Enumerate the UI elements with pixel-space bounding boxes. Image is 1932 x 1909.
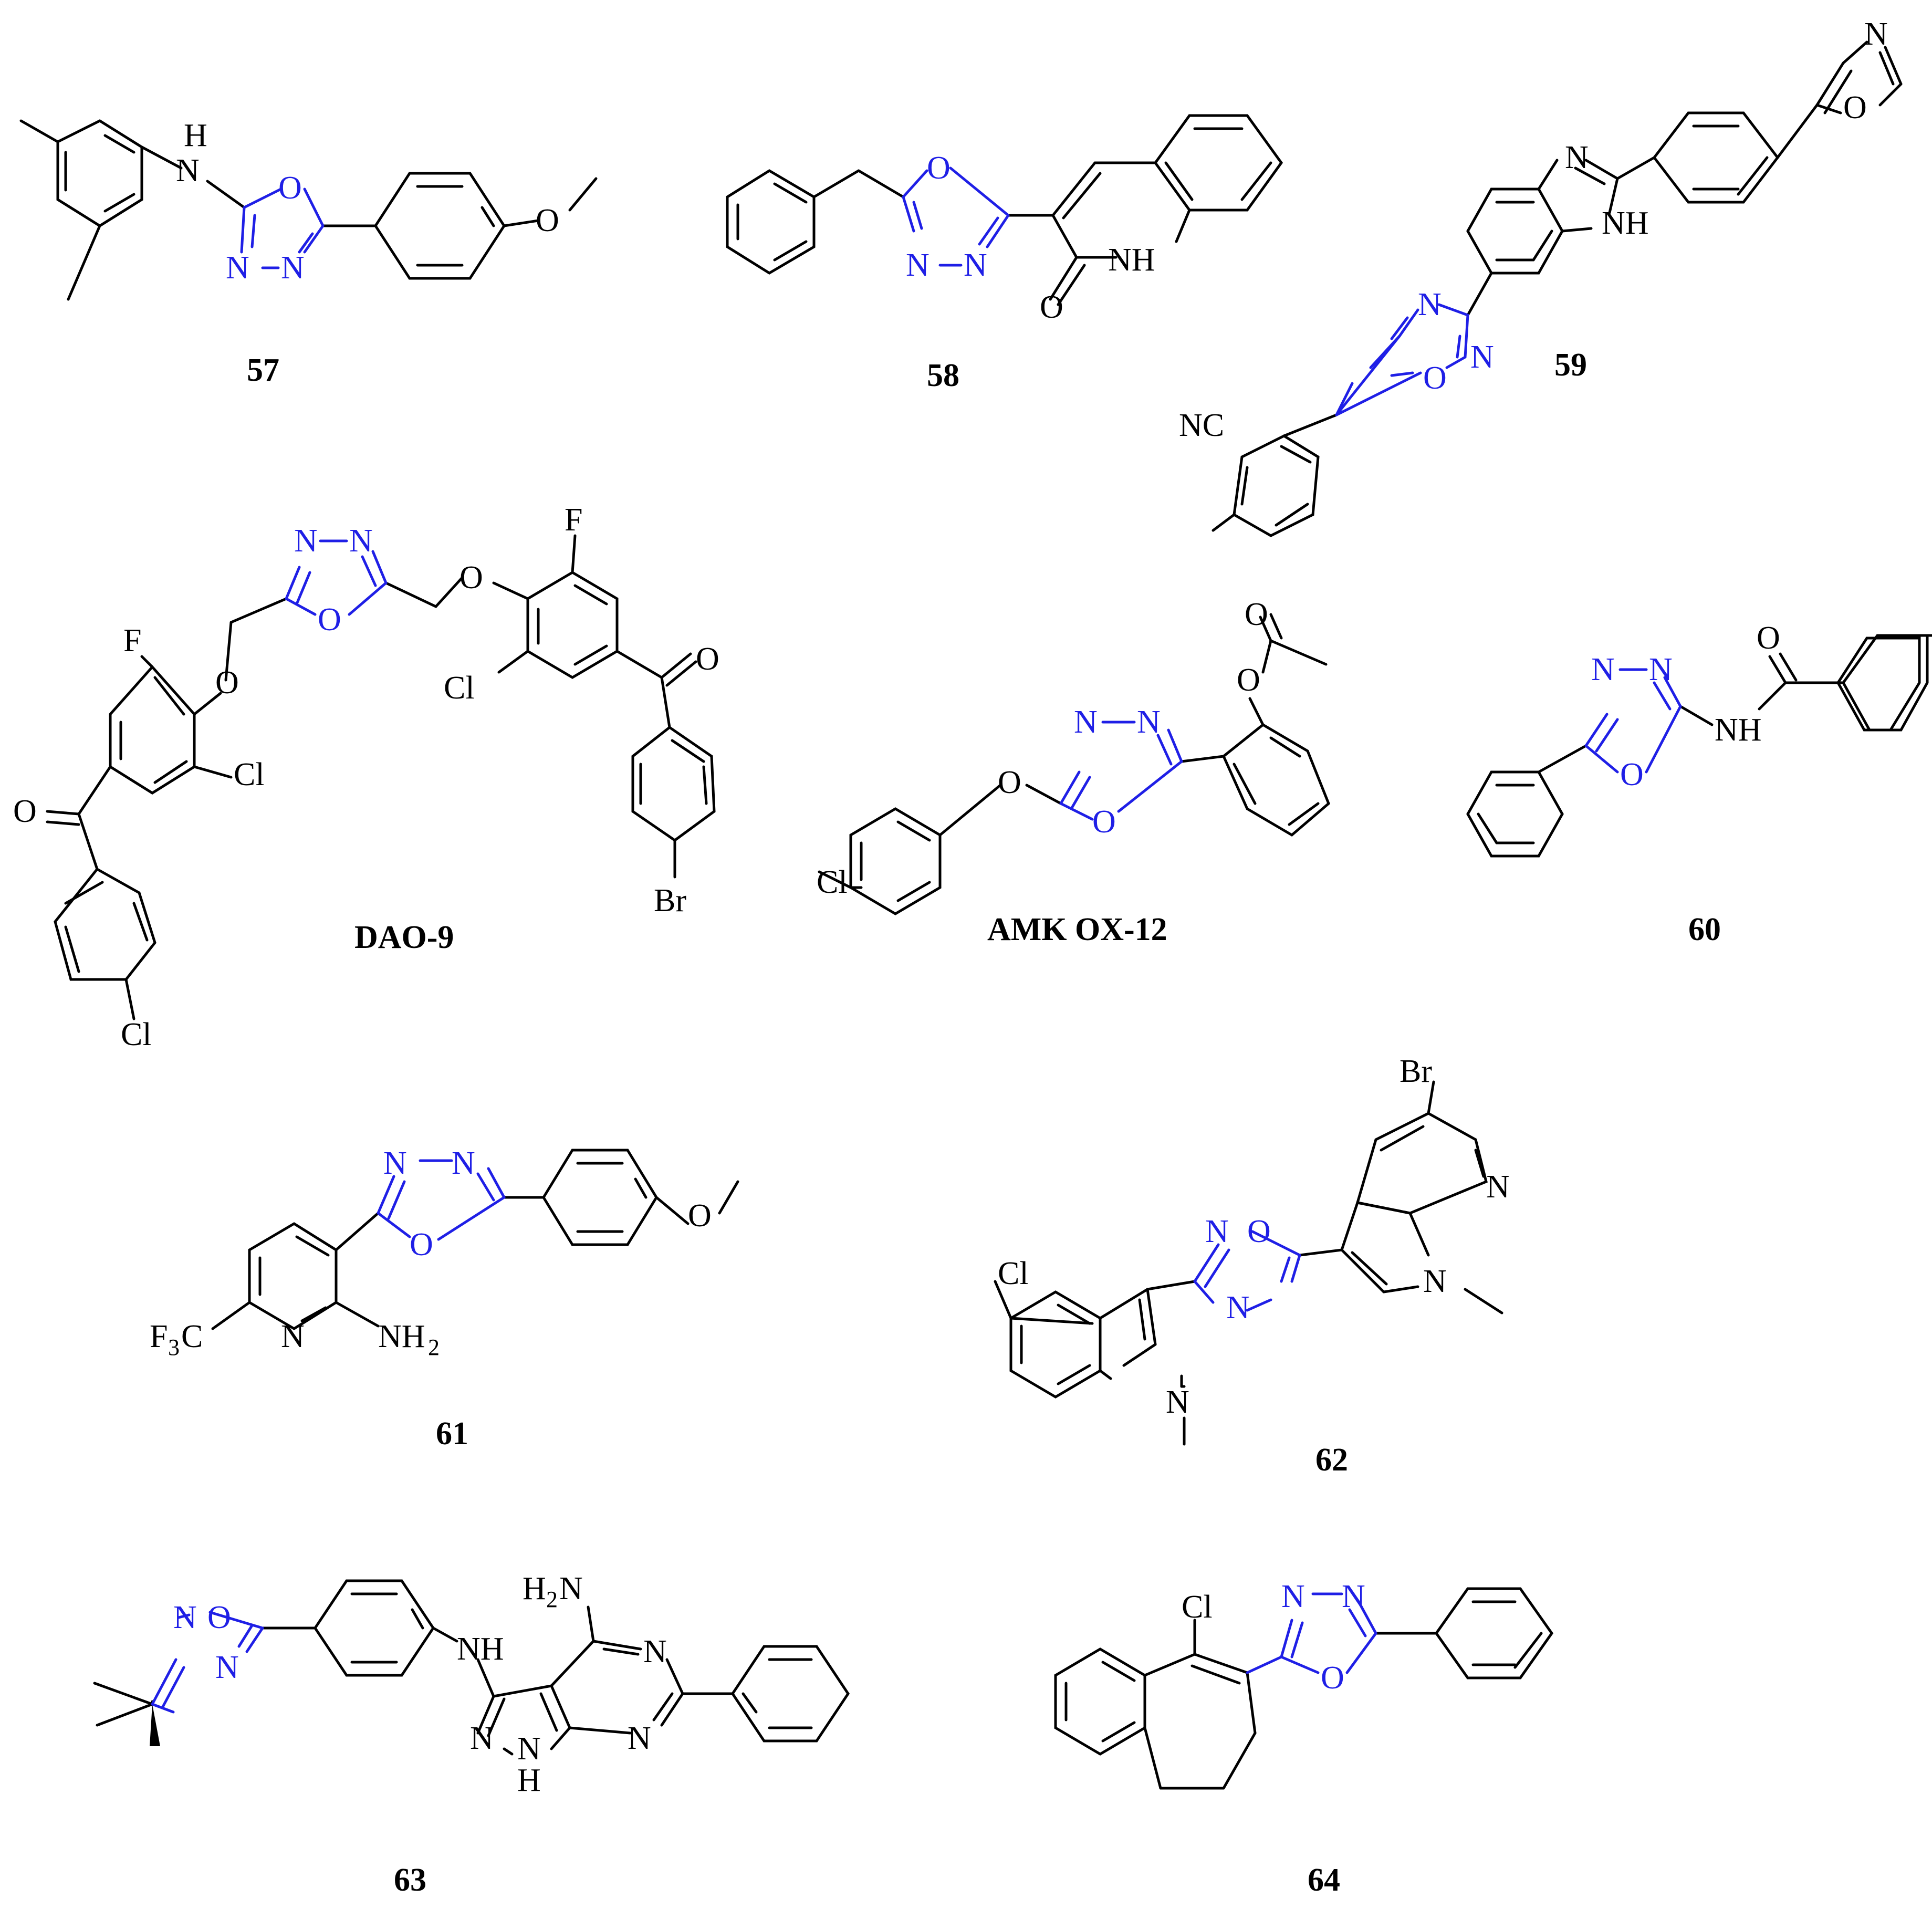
atom-Cl: Cl [998,1256,1029,1291]
compound-label-DAO-9: DAO-9 [354,920,454,955]
atom-NH: NH [1715,712,1762,748]
atom-N: N [1470,339,1494,375]
atom-O: O [215,665,239,701]
atom-Cl: Cl [121,1017,152,1052]
atom-F: F [565,502,582,538]
atom-N: N [281,1319,305,1354]
compound-58: O N N O NH 58 [726,114,1283,393]
atom-O: O [1245,597,1268,632]
atom-N: N [1486,1169,1510,1205]
atom-O: O [1620,757,1644,792]
atom-N: N [628,1720,651,1756]
atom-O: O [927,150,951,186]
compound-label-63: 63 [394,1862,426,1898]
compound-label-64: 64 [1308,1862,1340,1898]
atom-O: O [13,794,37,829]
atom-O: O [1237,662,1260,698]
compound-60: N N O NH O 60 [1466,620,1932,947]
atom-N: N [1281,1579,1305,1614]
compound-label-59: 59 [1554,347,1587,383]
compound-61: F 3 C N NH 2 N N O O 61 [150,1145,739,1452]
atom-O: O [1843,90,1867,126]
atom-Cl: Cl [1182,1589,1213,1625]
atom-N: N [1205,1214,1229,1249]
atom-H: H [184,118,207,153]
compound-62: Cl N N O N Br N N 62 [994,1053,1510,1478]
atom-F: F [123,623,141,659]
atom-N: N [1423,1264,1447,1299]
atom-sub: 3 [168,1334,180,1360]
atom-O: O [1247,1214,1271,1249]
atom-F: F [150,1319,168,1354]
atom-N: N [226,250,249,286]
atom-O: O [1092,804,1116,840]
atom-O: O [1757,620,1780,656]
compound-label-60: 60 [1688,912,1721,947]
atom-N: N [281,250,305,286]
atom-NH: NH [1602,205,1649,241]
atom-O: O [207,1600,231,1635]
atom-NH: NH [1108,242,1155,278]
atom-N: N [1418,287,1442,322]
atom-O: O [1423,360,1447,396]
compound-57: H N O N N O 57 [19,118,598,388]
atom-H: H [523,1571,546,1607]
atom-O: O [1321,1660,1344,1696]
atom-O: O [1040,289,1063,325]
atom-N: N [643,1634,667,1670]
atom-NC: NC [1179,408,1224,443]
atom-N: N [383,1145,407,1181]
atom-N: N [1649,652,1673,687]
atom-O: O [318,602,341,638]
atom-Cl: Cl [817,864,848,900]
atom-N: N [1166,1384,1189,1420]
atom-N: N [294,523,318,559]
atom-N: N [349,523,373,559]
compound-64: Cl N N O 64 [1054,1579,1554,1898]
atom-O: O [998,765,1021,800]
atom-N: N [173,1600,197,1635]
atom-O: O [696,641,719,677]
atom-Br: Br [654,883,686,919]
atom-NH: NH [378,1319,425,1354]
atom-N: N [176,153,200,189]
compound-label-61: 61 [436,1416,468,1452]
compound-DAO-9: F O Cl O Cl N N O O F Cl O Br DAO-9 [13,502,719,1052]
compound-63: N O N NH H 2 N N N N N H 63 [93,1571,850,1898]
atom-sub: 2 [428,1334,440,1360]
compound-label-AMK-OX-12: AMK OX-12 [987,912,1167,947]
compound-AMK-OX-12: Cl O N N O O O AMK OX-12 [817,597,1330,947]
atom-N: N [517,1731,541,1767]
atom-N: N [1074,704,1098,740]
atom-N: N [215,1650,239,1685]
atom-H: H [517,1762,541,1798]
compound-59: N NH N O N N O NC 59 [1179,16,1903,537]
compound-label-57: 57 [247,352,279,388]
atom-N: N [1226,1290,1250,1326]
atom-N: N [1565,140,1589,175]
atom-O: O [278,170,302,206]
atom-O: O [459,560,483,596]
atom-N: N [1342,1579,1365,1614]
atom-N: N [1137,704,1161,740]
atom-Cl: Cl [444,670,475,706]
atom-Br: Br [1400,1053,1432,1089]
atom-sub: 2 [546,1587,558,1612]
atom-Cl: Cl [234,757,265,792]
compound-label-58: 58 [927,358,959,393]
atom-N: N [452,1145,475,1181]
atom-NH: NH [457,1631,504,1667]
atom-N: N [1864,16,1888,52]
atom-N: N [1591,652,1615,687]
atom-O: O [536,203,559,238]
atom-N: N [964,247,987,283]
compound-label-62: 62 [1315,1442,1348,1478]
atom-C: C [181,1319,203,1354]
atom-O: O [410,1227,433,1263]
atom-N: N [559,1571,583,1607]
atom-O: O [688,1198,712,1234]
atom-N: N [906,247,930,283]
atom-N: N [470,1720,494,1756]
